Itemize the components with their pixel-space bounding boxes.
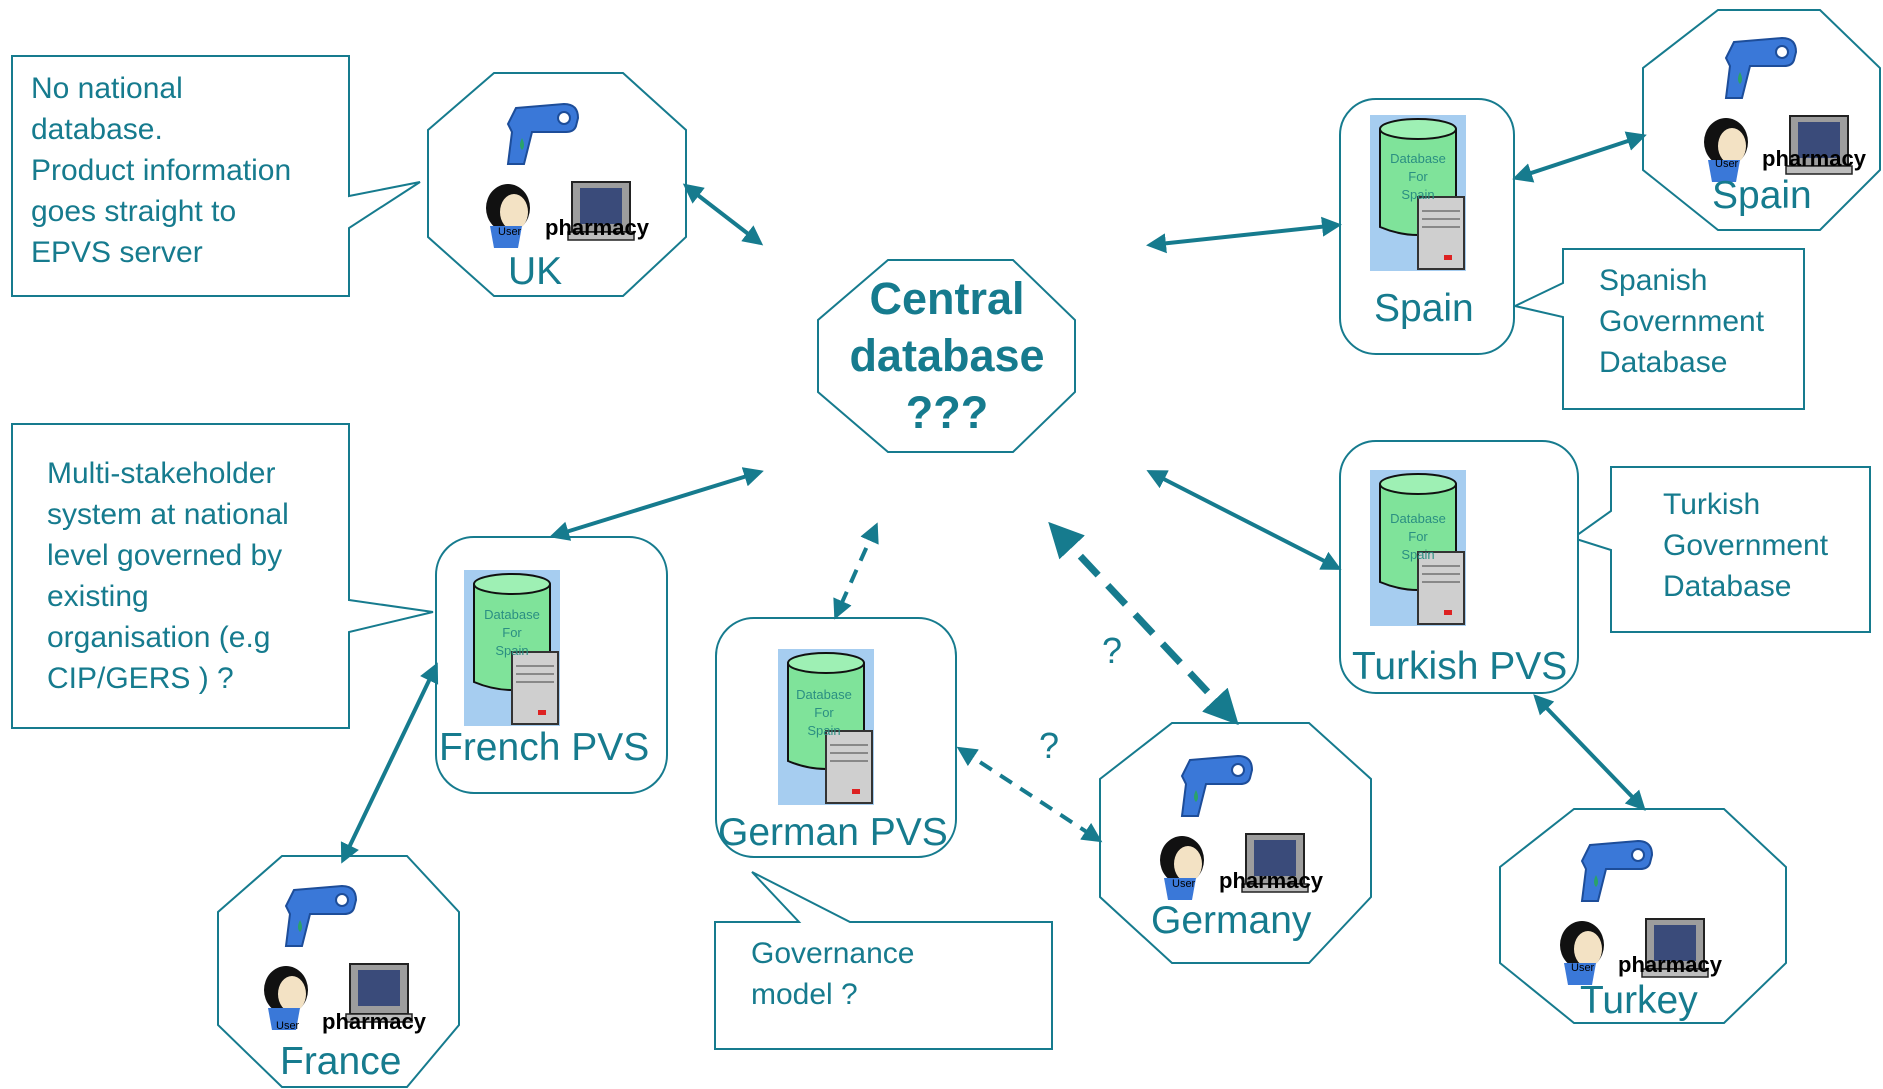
central-line-1: Central xyxy=(869,273,1025,324)
callout-turkey-box xyxy=(1570,466,1871,633)
central-database-label: Central database ??? xyxy=(818,270,1076,441)
connector-central-german xyxy=(833,522,879,620)
turkish-db-caption: Database For Spain xyxy=(1382,510,1454,564)
connector-french-france xyxy=(340,662,439,864)
france-pharmacy-label: pharmacy xyxy=(322,1009,426,1034)
callout-germany-line: model ? xyxy=(751,978,858,1011)
callout-france-line: system at national xyxy=(47,498,289,531)
french-db-caption: Database For Spain xyxy=(476,606,548,660)
callout-france-box xyxy=(11,423,434,729)
turkish-pvs-label: Turkish PVS xyxy=(1352,645,1568,688)
connector-german-germany xyxy=(956,746,1103,843)
german-db-caption: Database For Spain xyxy=(788,686,860,740)
uk-node-label: UK xyxy=(508,250,563,293)
connector-spaindb-pharmacy xyxy=(1512,131,1647,183)
connector-uk-central xyxy=(682,183,764,246)
french-pvs-label: French PVS xyxy=(439,726,650,769)
central-line-3: ??? xyxy=(905,387,989,438)
spain-user-label: User xyxy=(1715,158,1739,170)
connector-turkish-turkey xyxy=(1533,694,1646,811)
callout-turkey-line: Database xyxy=(1663,570,1792,603)
callout-france-line: level governed by xyxy=(47,539,283,572)
france-node-label: France xyxy=(280,1040,402,1083)
turkish-db-caption-2: For xyxy=(1408,529,1428,544)
question-mark-german-germany: ? xyxy=(1039,725,1060,766)
callout-germany-line: Governance xyxy=(751,937,915,970)
uk-user-label: User xyxy=(498,226,522,238)
callout-france-line: Multi-stakeholder xyxy=(47,457,276,490)
spain-db-caption-2: For xyxy=(1408,169,1428,184)
callout-spain-line: Spanish xyxy=(1599,264,1708,297)
callout-france-line: organisation (e.g xyxy=(47,621,271,654)
uk-pharmacy-label: pharmacy xyxy=(545,215,649,240)
spain-pharmacy-label: pharmacy xyxy=(1762,146,1866,171)
callout-spain-line: Government xyxy=(1599,305,1765,338)
callout-turkey-text: Turkish Government Database xyxy=(1663,484,1828,607)
french-db-caption-3: Spain xyxy=(495,643,529,658)
callout-france-line: CIP/GERS ) ? xyxy=(47,662,234,695)
callout-uk-line: database. xyxy=(31,113,163,146)
turkish-db-caption-3: Spain xyxy=(1401,547,1435,562)
turkey-user-label: User xyxy=(1571,962,1595,974)
callout-uk-box xyxy=(11,55,421,297)
spain-db-caption: Database For Spain xyxy=(1382,150,1454,204)
callout-uk-line: Product information xyxy=(31,154,292,187)
german-db-caption-3: Spain xyxy=(807,723,841,738)
french-db-caption-1: Database xyxy=(484,607,540,622)
callout-uk-line: No national xyxy=(31,72,183,105)
france-user-label: User xyxy=(276,1020,300,1032)
french-db-caption-2: For xyxy=(502,625,522,640)
callout-france-text: Multi-stakeholder system at national lev… xyxy=(47,453,289,699)
connector-central-french xyxy=(549,467,764,541)
callout-germany-box xyxy=(714,871,1053,1050)
germany-node-label: Germany xyxy=(1151,899,1312,942)
spain-pharmacy-node xyxy=(1642,9,1881,231)
german-db-caption-2: For xyxy=(814,705,834,720)
connector-central-turkish xyxy=(1146,470,1342,570)
turkish-db-caption-1: Database xyxy=(1390,511,1446,526)
connector-central-germany xyxy=(1048,521,1239,726)
turkey-node-label: Turkey xyxy=(1580,979,1698,1022)
central-database-node xyxy=(817,259,1076,453)
callout-spain-text: Spanish Government Database xyxy=(1599,260,1764,383)
callout-france-line: existing xyxy=(47,580,149,613)
connector-central-spain xyxy=(1146,216,1342,254)
spain-db-label: Spain xyxy=(1374,287,1474,330)
question-mark-germany-central: ? xyxy=(1102,630,1123,671)
callout-uk-line: EPVS server xyxy=(31,236,203,269)
callout-uk-text: No national database. Product informatio… xyxy=(31,68,291,273)
spain-db-caption-3: Spain xyxy=(1401,187,1435,202)
german-pvs-label: German PVS xyxy=(718,811,948,854)
callout-uk-line: goes straight to xyxy=(31,195,237,228)
callout-spain-line: Database xyxy=(1599,346,1728,379)
germany-user-label: User xyxy=(1172,878,1196,890)
callout-germany-text: Governance model ? xyxy=(751,933,914,1015)
spain-db-caption-1: Database xyxy=(1390,151,1446,166)
german-db-caption-1: Database xyxy=(796,687,852,702)
central-line-2: database xyxy=(849,330,1045,381)
germany-pharmacy-label: pharmacy xyxy=(1219,868,1323,893)
callout-turkey-line: Turkish xyxy=(1663,488,1761,521)
turkey-pharmacy-label: pharmacy xyxy=(1618,952,1722,977)
callout-spain-box xyxy=(1511,248,1805,410)
callout-turkey-line: Government xyxy=(1663,529,1829,562)
spain-node-label: Spain xyxy=(1712,174,1812,217)
